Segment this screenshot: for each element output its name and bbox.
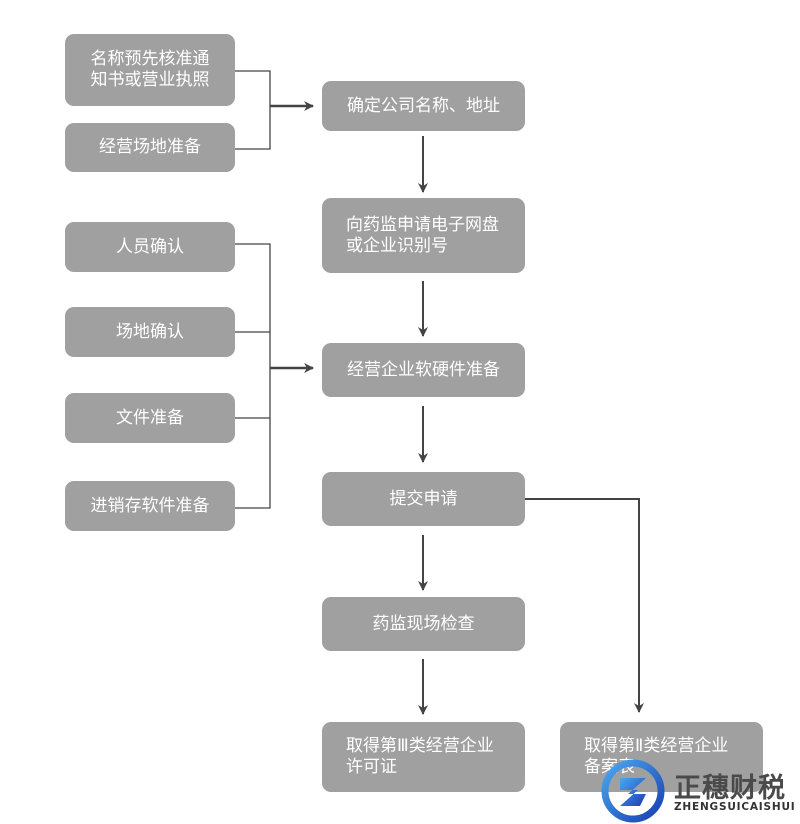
node-document-prep: 文件准备 [65, 393, 235, 443]
node-apply-usb-key: 向药监申请电子网盘 或企业识别号 [322, 198, 525, 273]
watermark-pinyin: ZHENGSUICAISHUI [674, 801, 796, 813]
node-label: 药监现场检查 [372, 613, 475, 634]
node-label: 经营场地准备 [99, 137, 201, 157]
node-label: 人员确认 [116, 236, 184, 257]
node-onsite-inspection: 药监现场检查 [322, 597, 525, 651]
connector-name-notice [235, 70, 271, 150]
watermark: 正穗财税 ZHENGSUICAISHUI [600, 758, 800, 824]
node-label: 进销存软件准备 [90, 495, 210, 516]
node-label: 确定公司名称、地址 [347, 95, 500, 116]
node-staff-confirm: 人员确认 [65, 222, 235, 272]
node-label: 向药监申请电子网盘 或企业识别号 [346, 214, 499, 256]
node-submit-application: 提交申请 [322, 472, 525, 526]
node-label: 场地确认 [116, 321, 184, 342]
node-name-notice: 名称预先核准通 知书或营业执照 [65, 34, 235, 106]
node-confirm-name-address: 确定公司名称、地址 [322, 81, 525, 131]
node-label: 名称预先核准通 知书或营业执照 [90, 49, 210, 90]
node-label: 取得第Ⅲ类经营企业 许可证 [346, 736, 494, 777]
logo-z-circle-icon [601, 759, 665, 823]
node-hardware-software-prep: 经营企业软硬件准备 [322, 343, 525, 397]
arrow-submit-to-class2 [525, 498, 644, 713]
watermark-name: 正穗财税 [674, 773, 786, 804]
node-label: 经营企业软硬件准备 [347, 359, 500, 380]
connector-group2 [235, 243, 271, 509]
node-label: 提交申请 [389, 488, 458, 509]
node-label: 文件准备 [116, 407, 184, 428]
node-inventory-software-prep: 进销存软件准备 [65, 481, 235, 531]
node-site-prep: 经营场地准备 [65, 123, 235, 172]
node-class3-license: 取得第Ⅲ类经营企业 许可证 [322, 722, 525, 792]
node-site-confirm: 场地确认 [65, 307, 235, 357]
